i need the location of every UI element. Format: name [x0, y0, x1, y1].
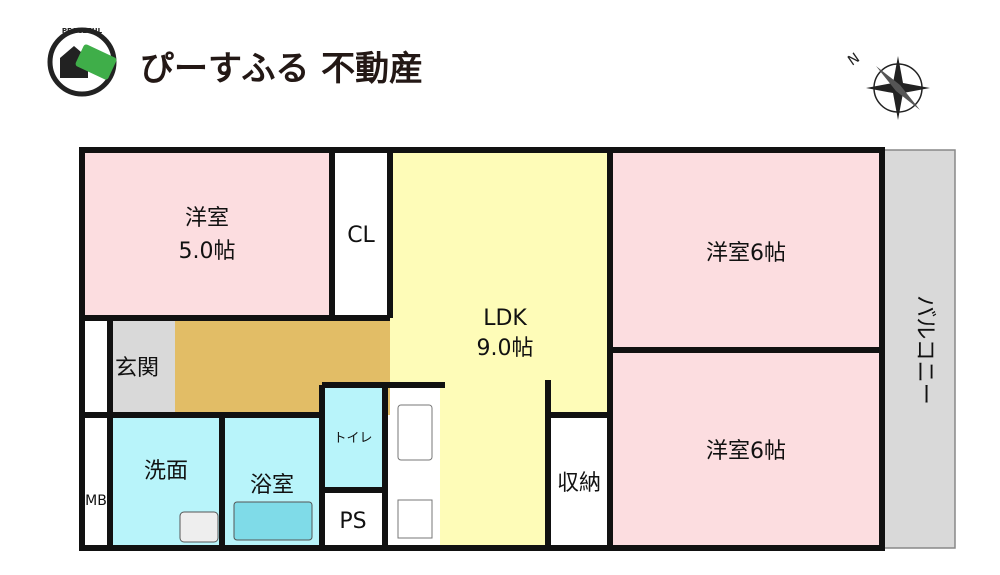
toilet-label: トイレ	[333, 431, 372, 446]
washroom-label: 洗面	[144, 459, 188, 484]
meter-box-label: MB	[85, 493, 107, 509]
western-room-3	[610, 350, 882, 548]
logo: PEACEFUL	[47, 27, 117, 97]
western-room-1-label: 洋室	[185, 206, 229, 231]
ldk-size: 9.0帖	[477, 336, 534, 361]
entrance	[110, 318, 175, 415]
pipe-space-label: PS	[339, 509, 366, 534]
western-room-1	[82, 150, 332, 318]
balcony-label: バルコニー	[912, 295, 937, 405]
brand-name: ぴーすふる 不動産	[140, 49, 423, 89]
tag-icon	[75, 44, 117, 80]
pipe-space	[322, 490, 385, 548]
closet	[332, 150, 390, 318]
western-room-2-label: 洋室6帖	[706, 241, 786, 266]
stove-icon	[397, 499, 433, 539]
storage-label: 収納	[557, 471, 601, 496]
bathroom-label: 浴室	[250, 473, 294, 498]
entrance-label: 玄関	[115, 356, 159, 381]
balcony	[881, 149, 956, 549]
compass-icon: N	[845, 50, 930, 120]
logo-badge-text: PEACEFUL	[62, 27, 103, 35]
ldk-label: LDK	[483, 306, 527, 331]
meter-box	[82, 415, 110, 548]
western-room-3-label: 洋室6帖	[706, 439, 786, 464]
toilet	[322, 385, 385, 490]
walls	[79, 147, 885, 551]
closet-label: CL	[347, 223, 375, 248]
bathtub	[233, 501, 313, 541]
western-room-2	[610, 150, 882, 350]
western-room-1-size: 5.0帖	[179, 239, 236, 264]
north-label: N	[845, 50, 863, 69]
sink	[397, 404, 433, 461]
storage	[548, 415, 610, 548]
wash-basin	[179, 511, 219, 543]
